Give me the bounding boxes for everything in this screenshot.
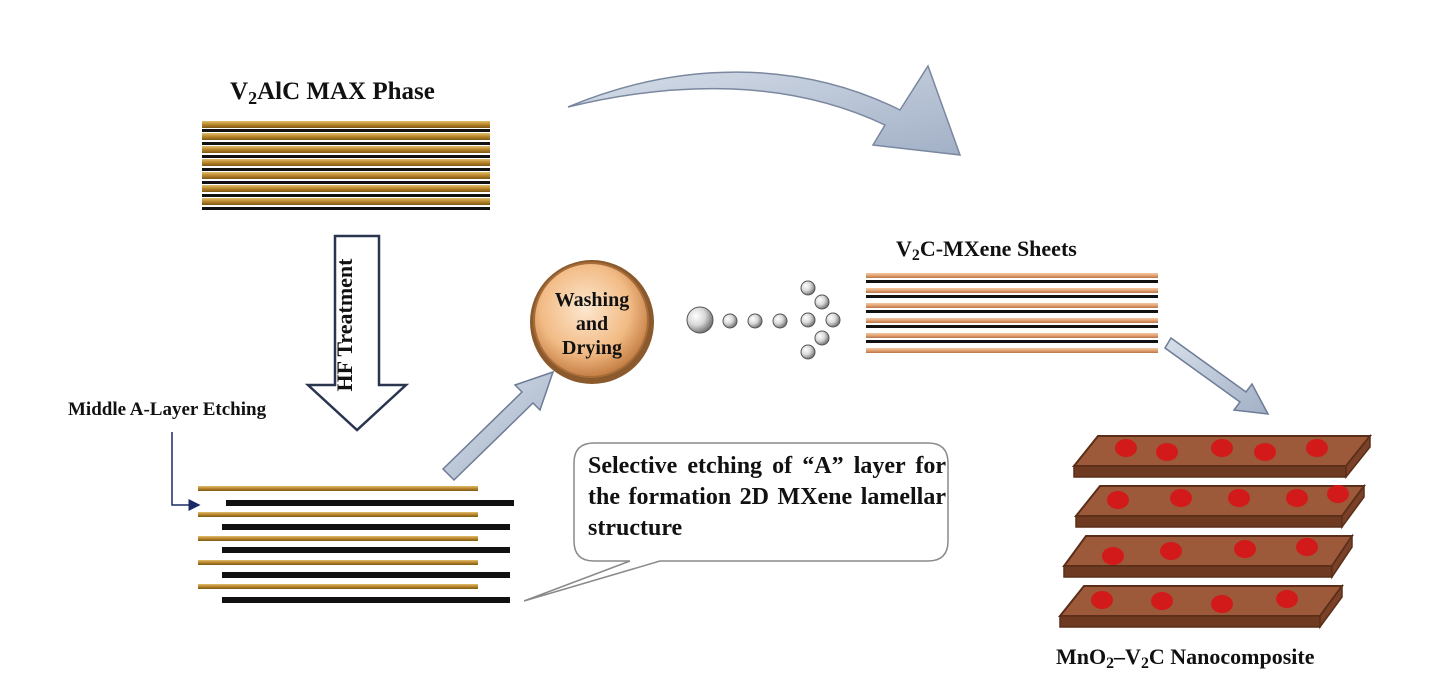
nanocomposite-title-part1: MnO	[1056, 644, 1107, 669]
nanocomposite-title-part3: C Nanocomposite	[1148, 644, 1315, 669]
hf-treatment-arrow	[304, 234, 410, 432]
nanocomposite-title: MnO2–V2C Nanocomposite	[1056, 644, 1315, 673]
middle-layer-pointer	[171, 432, 201, 511]
mxene-title: V2C-MXene Sheets	[896, 236, 1077, 265]
mxene-sheets	[866, 273, 1158, 353]
max-phase-title-rest: AlC MAX Phase	[257, 78, 435, 105]
washing-circle	[530, 260, 654, 384]
curved-arrow	[567, 64, 962, 156]
to-washing-arrow	[441, 370, 555, 482]
max-phase-title-base: V	[230, 78, 249, 105]
nanocomposite-title-part2: –V	[1114, 644, 1141, 669]
max-phase-stack	[202, 121, 490, 210]
mxene-title-base: V	[896, 236, 912, 261]
hf-treatment-label: HF Treatment	[332, 258, 357, 392]
etched-stack	[198, 486, 514, 603]
washing-line-3: Drying	[562, 337, 622, 359]
callout-bubble	[523, 442, 949, 602]
middle-layer-label: Middle A-Layer Etching	[68, 399, 267, 420]
washing-text: Washing and Drying	[536, 288, 648, 360]
to-nanocomposite-arrow	[1164, 336, 1270, 415]
mxene-title-rest: C-MXene Sheets	[919, 236, 1077, 261]
washing-line-2: and	[575, 313, 609, 335]
nanocomposite-title-sub1: 2	[1106, 655, 1115, 673]
max-phase-title: V2AlC MAX Phase	[230, 78, 435, 109]
nanocomposite-stack	[1057, 433, 1373, 630]
callout-text: Selective etching of “A” layer for the f…	[588, 453, 946, 542]
nanocomposite-title-sub2: 2	[1140, 655, 1149, 673]
washing-line-1: Washing	[554, 289, 630, 311]
bubble-arrow	[686, 280, 841, 360]
mxene-title-subscript: 2	[911, 247, 920, 265]
max-phase-title-subscript: 2	[248, 88, 258, 109]
